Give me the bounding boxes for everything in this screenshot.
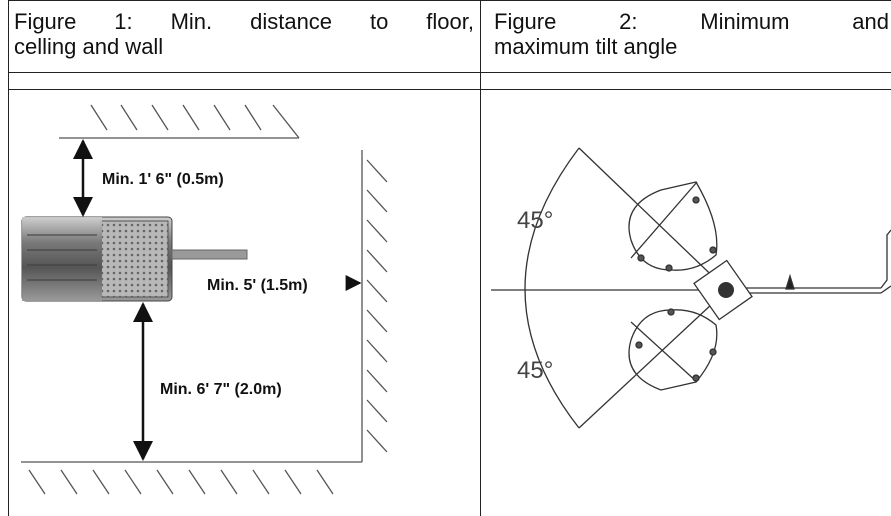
ceiling-hatch: [59, 104, 300, 139]
figure-table: Figure 1: Min. distance to floor, cellin…: [8, 0, 891, 516]
heater-device: [21, 216, 248, 302]
floor-distance-label: Min. 6' 7" (2.0m): [160, 381, 282, 398]
angle-up-label: 45°: [517, 207, 553, 234]
caption-word: and: [852, 9, 889, 34]
table-left-border: [8, 0, 9, 516]
caption-word: Min.: [170, 9, 213, 34]
figure1-caption-line1: Figure 1: Min. distance to floor,: [14, 9, 474, 34]
caption-word: Figure: [14, 9, 77, 34]
caption-word: to: [369, 9, 389, 34]
figure2-caption: Figure 2: Minimum and maximum tilt angle: [494, 9, 889, 59]
ceiling-distance-label: Min. 1' 6" (0.5m): [102, 171, 224, 188]
figure2-caption-line1: Figure 2: Minimum and: [494, 9, 889, 34]
heater-head-upper: [628, 181, 718, 272]
caption-word: Figure: [494, 9, 557, 34]
caption-word: 1:: [114, 9, 133, 34]
figure2-drawing: 45° 45°: [481, 90, 891, 516]
caption-word: floor,: [426, 9, 474, 34]
caption-word: distance: [250, 9, 333, 34]
pivot-joint: [693, 259, 753, 321]
figure1-drawing: Min. 1' 6" (0.5m) Min. 5' (1.5m) Min. 6'…: [9, 90, 479, 516]
figure1-caption: Figure 1: Min. distance to floor, cellin…: [14, 9, 474, 59]
figure1-caption-line2: celling and wall: [14, 34, 164, 59]
figure1-svg: Min. 1' 6" (0.5m) Min. 5' (1.5m) Min. 6'…: [21, 104, 388, 495]
figure2-caption-line2: maximum tilt angle: [494, 34, 678, 59]
caption-word: Minimum: [700, 9, 790, 34]
angle-down-label: 45°: [517, 357, 553, 384]
wall-distance-label: Min. 5' (1.5m): [207, 277, 308, 294]
figure2-svg: 45° 45°: [491, 147, 891, 429]
caption-row-border: [8, 72, 891, 73]
mount-bracket: [491, 229, 891, 294]
tilt-range-arc: [524, 147, 728, 429]
wall-hatch: [361, 150, 388, 462]
table-top-border: [8, 0, 891, 1]
caption-word: 2:: [619, 9, 638, 34]
floor-hatch: [21, 461, 362, 495]
table-column-divider: [480, 0, 481, 516]
heater-head-lower: [628, 308, 718, 391]
spacer-row-border: [8, 89, 891, 90]
